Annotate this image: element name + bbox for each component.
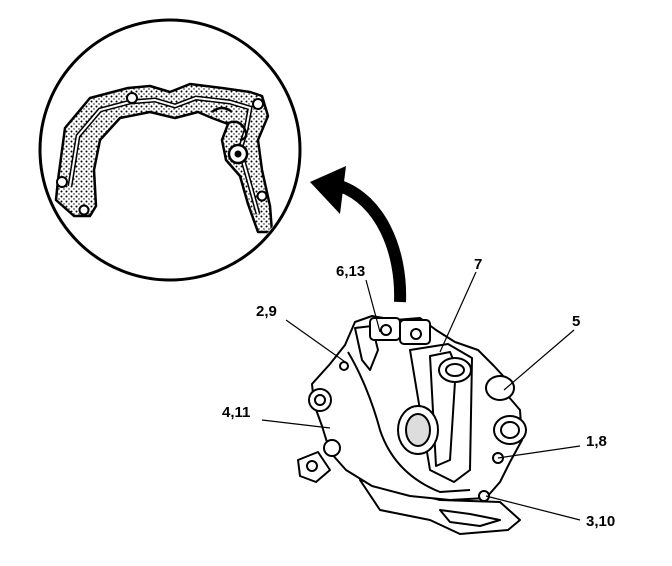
callout-5: 5 [572,313,580,330]
leader-2-9 [285,319,349,365]
detail-circle [38,18,302,282]
callout-6-13: 6,13 [336,263,365,280]
leader-6-13 [365,279,381,333]
leader-1-8 [497,445,581,459]
leader-4-11 [261,419,331,429]
callout-7: 7 [474,256,482,273]
pointer-arrow [310,166,407,303]
callout-3-10: 3,10 [586,513,615,530]
front-cover-assembly [297,315,527,535]
leader-3-10 [485,495,581,521]
callout-1-8: 1,8 [586,433,607,450]
leader-5 [503,329,575,391]
leader-7 [439,271,477,353]
leader-lines [261,271,581,521]
callout-labels: 6,13 7 5 2,9 4,11 1,8 3,10 [222,256,615,530]
gasket-detail [54,82,274,234]
detail-magnifier [38,18,302,282]
callout-4-11: 4,11 [222,404,250,421]
callout-2-9: 2,9 [256,303,277,320]
